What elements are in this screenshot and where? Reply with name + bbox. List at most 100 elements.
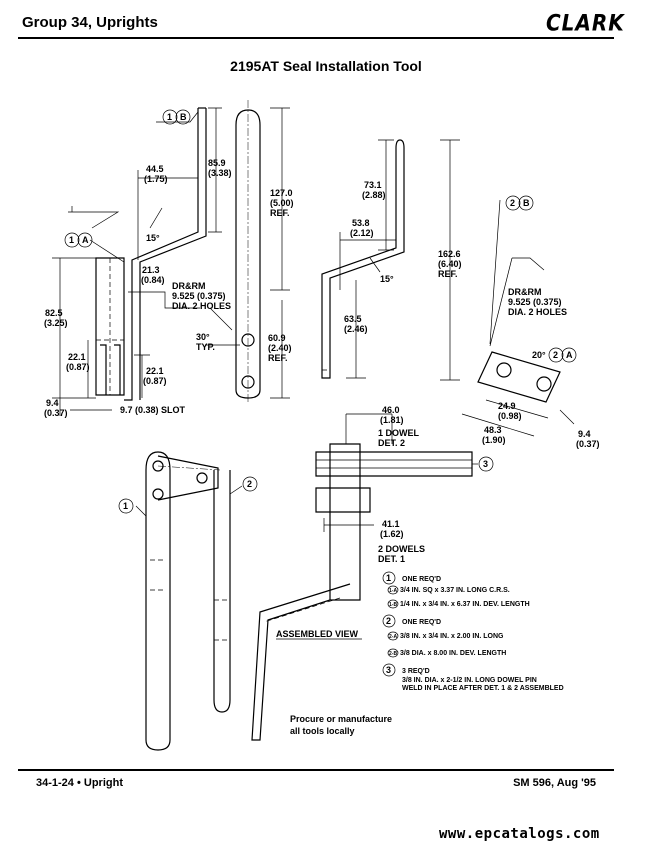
- bom-2b-text: 3/8 DIA. x 8.00 IN. DEV. LENGTH: [400, 650, 506, 657]
- asm-hole-2: [152, 488, 164, 500]
- footer-divider: [18, 769, 614, 771]
- section-title: Group 34, Uprights: [22, 14, 158, 31]
- hole-dia-d2: 9.525 (0.375): [508, 297, 562, 307]
- dim-24-9: 24.9: [498, 401, 516, 411]
- balloon-1b-letter: B: [180, 112, 187, 122]
- bom-2-req: ONE REQ'D: [402, 619, 441, 626]
- d2-leaders: [489, 199, 545, 347]
- balloon-1b-leader: [156, 111, 199, 123]
- balloon-1a-leader: [89, 239, 125, 263]
- balloon-2a-num: 2: [553, 350, 558, 360]
- bom-1a-tag: 1-A: [389, 588, 397, 594]
- bom-1b-text: 1/4 IN. x 3/4 IN. x 6.37 IN. DEV. LENGTH: [400, 601, 530, 608]
- dim-2-88: (2.88): [362, 190, 386, 200]
- angle-15-d1: 15°: [146, 233, 160, 243]
- dim-73-line: [378, 139, 394, 251]
- dim-162-line: [440, 139, 460, 381]
- dim-53-line: [339, 232, 396, 290]
- manual-reference: SM 596, Aug '95: [513, 777, 596, 789]
- dim-63-line: [346, 280, 366, 379]
- page-title: 2195AT Seal Installation Tool: [230, 58, 422, 74]
- bom-3-req: 3 REQ'D: [402, 668, 430, 675]
- asm-hidden-2: [214, 599, 230, 641]
- asm-rod: [213, 470, 231, 713]
- bom-1-num: 1: [386, 573, 391, 583]
- balloon-2a: 2 A: [548, 347, 577, 363]
- slot-outline: [100, 344, 121, 395]
- detail-2-drawing: [321, 139, 575, 437]
- hole-2a-2: [536, 376, 552, 392]
- det-1: DET. 1: [378, 554, 405, 564]
- balloon-2b-num: 2: [510, 198, 515, 208]
- asm-hidden-3: [263, 597, 341, 623]
- dim-1-62: (1.62): [380, 529, 404, 539]
- bom-1b-tag: 1-B: [389, 602, 397, 608]
- dim-22-1b: 22.1: [146, 366, 164, 376]
- angle-leaders: [128, 207, 233, 331]
- asm-dowel-lines: [316, 459, 472, 469]
- dim-1-90: (1.90): [482, 435, 506, 445]
- bom-1a-text: 3/4 IN. SQ x 3.37 IN. LONG C.R.S.: [400, 587, 510, 594]
- asm-dim-46: [345, 413, 393, 444]
- dowels-2: 2 DOWELS: [378, 544, 425, 554]
- dim-44-line: [137, 170, 198, 260]
- strap-1b-front: [235, 109, 261, 399]
- dim-85-9: 85.9: [208, 158, 226, 168]
- bom-2a-tag: 2-A: [389, 634, 397, 640]
- balloon-1a-num: 1: [69, 235, 74, 245]
- rod-end-hidden: [322, 369, 330, 379]
- balloon-1a: 1 A: [64, 232, 93, 248]
- ref-1: REF.: [270, 208, 290, 218]
- angle-20: 20°: [532, 350, 546, 360]
- balloon-1b: 1 B: [162, 109, 191, 125]
- asm-bent-rod: [251, 583, 351, 741]
- dim-60-9: 60.9: [268, 333, 286, 343]
- dim-22b-line: [134, 354, 150, 398]
- dim-0-37-d1: (0.37): [44, 408, 68, 418]
- dim-6-40: (6.40): [438, 259, 462, 269]
- bom-item-3: 3 3 REQ'D 3/8 IN. DIA. x 2-1/2 IN. LONG …: [382, 663, 564, 692]
- dim-46-0: 46.0: [382, 405, 400, 415]
- dim-1-75: (1.75): [144, 174, 168, 184]
- dim-0-37-d2: (0.37): [576, 439, 600, 449]
- asm-dowel-top: [315, 451, 473, 477]
- dim-5-00: (5.00): [270, 198, 294, 208]
- asm-dowel-mid: [315, 487, 371, 513]
- item-2-balloon: 2: [242, 476, 258, 492]
- dowel-1: 1 DOWEL: [378, 428, 420, 438]
- asm-hole-3: [196, 472, 208, 484]
- dim-82-line: [52, 257, 96, 399]
- angle-30: 30°: [196, 332, 210, 342]
- asm-hole-1: [152, 460, 164, 472]
- block-1a: [95, 257, 125, 396]
- dim-1-81: (1.81): [380, 415, 404, 425]
- dim-127: 127.0: [270, 188, 293, 198]
- dim-41-1: 41.1: [382, 519, 400, 529]
- item-1-num: 1: [123, 501, 128, 511]
- block-2a: [477, 351, 561, 403]
- dim-2-40: (2.40): [268, 343, 292, 353]
- dim-127-line: [270, 107, 290, 291]
- asm-strap-left: [145, 451, 171, 751]
- balloon-1b-num: 1: [167, 112, 172, 122]
- dim-2-12: (2.12): [350, 228, 374, 238]
- dim-60-line: [270, 300, 290, 399]
- asm-block-center: [329, 443, 361, 601]
- det-2: DET. 2: [378, 438, 405, 448]
- asm-block: [157, 455, 219, 501]
- procure-note-2: all tools locally: [290, 726, 355, 736]
- header-divider: [18, 37, 614, 39]
- rod-2b: [321, 139, 405, 379]
- asm-leaders-1-2: [135, 485, 243, 517]
- dim-0-98: (0.98): [498, 411, 522, 421]
- item-3-balloon: 3: [478, 456, 494, 472]
- dim-9-4-d1: 9.4: [46, 398, 59, 408]
- slot-note: 9.7 (0.38) SLOT: [120, 405, 186, 415]
- angle-15-d2-leader: [369, 257, 381, 273]
- ref-d2: REF.: [438, 269, 458, 279]
- bom-2-num: 2: [386, 616, 391, 626]
- dim-85-line: [208, 107, 222, 233]
- asm-hidden-1: [150, 559, 166, 591]
- dim-3-38: (3.38): [208, 168, 232, 178]
